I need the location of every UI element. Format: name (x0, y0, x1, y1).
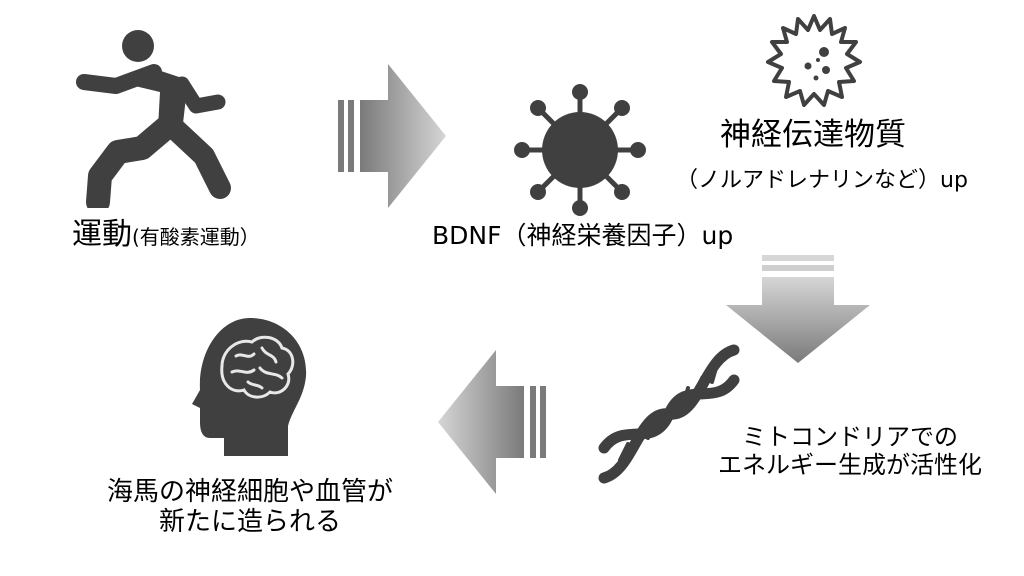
exercise-sub-label: (有酸素運動） (132, 225, 260, 249)
neurotransmitter-subtitle: （ノルアドレナリンなど）up (676, 168, 968, 193)
dna-icon (594, 340, 744, 488)
hippocampus-label-line1: 海馬の神経細胞や血管が (106, 477, 393, 507)
exercise-label: 運動(有酸素運動） (72, 217, 260, 253)
mitochondria-label-line1: ミトコンドリアでの (742, 423, 958, 451)
mitochondria-label-line2: エネルギー生成が活性化 (718, 450, 982, 479)
brain-head-icon (192, 316, 312, 458)
virus-icon (510, 80, 650, 220)
exercise-main-label: 運動 (72, 217, 132, 252)
mitochondria-label: ミトコンドリアでの エネルギー生成が活性化 (700, 423, 1000, 479)
germ-icon (764, 10, 864, 110)
arrow-down (722, 255, 874, 367)
running-person-icon (70, 28, 240, 208)
bdnf-label: BDNF（神経栄養因子）up (432, 221, 734, 250)
arrow-right (338, 60, 450, 212)
neurotransmitter-title: 神経伝達物質 (720, 117, 906, 153)
hippocampus-label: 海馬の神経細胞や血管が 新たに造られる (80, 477, 420, 538)
hippocampus-label-line2: 新たに造られる (158, 506, 341, 537)
arrow-left (434, 346, 546, 498)
